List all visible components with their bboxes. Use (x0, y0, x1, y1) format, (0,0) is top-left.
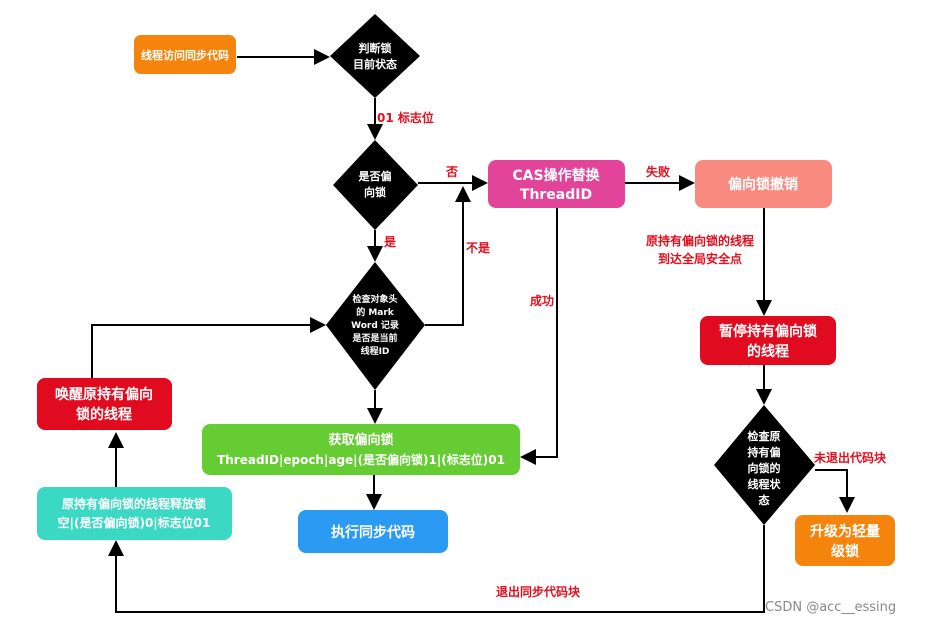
svg-text:线程访问同步代码: 线程访问同步代码 (141, 48, 229, 62)
diamond-is-biased: 是否偏 向锁 (333, 140, 418, 230)
label-exited: 退出同步代码块 (496, 584, 581, 599)
svg-text:线程状: 线程状 (748, 477, 782, 491)
diamond-check-mark-word: 检查对象头 的 Mark Word 记录 是否是当前 线程ID (326, 262, 425, 390)
svg-text:获取偏向锁: 获取偏向锁 (328, 432, 393, 448)
svg-text:执行同步代码: 执行同步代码 (331, 524, 415, 541)
svg-text:唤醒原持有偏向: 唤醒原持有偏向 (55, 386, 153, 403)
node-cas-replace: CAS操作替换 ThreadID (488, 160, 625, 208)
svg-text:是否是当前: 是否是当前 (351, 332, 397, 344)
svg-text:的线程: 的线程 (747, 343, 789, 360)
svg-text:空|(是否偏向锁)0|标志位01: 空|(是否偏向锁)0|标志位01 (58, 515, 211, 530)
svg-text:级锁: 级锁 (831, 543, 859, 560)
diamond-judge-lock-state: 判断锁 目前状态 (330, 14, 420, 98)
label-safepoint-1: 原持有偏向锁的线程 (646, 233, 754, 248)
svg-text:检查对象头: 检查对象头 (352, 293, 397, 305)
node-execute-sync-code: 执行同步代码 (298, 510, 448, 553)
svg-text:升级为轻量: 升级为轻量 (810, 523, 880, 540)
node-wake-owner-thread: 唤醒原持有偏向 锁的线程 (37, 378, 172, 430)
label-fail: 失败 (646, 164, 670, 179)
node-acquire-biased-lock: 获取偏向锁 ThreadID|epoch|age|(是否偏向锁)1|(标志位)0… (202, 424, 520, 475)
label-not: 不是 (466, 241, 491, 255)
svg-text:判断锁: 判断锁 (359, 41, 392, 55)
svg-text:偏向锁撤销: 偏向锁撤销 (728, 176, 798, 193)
node-revoke: 偏向锁撤销 (695, 160, 832, 208)
svg-text:向锁: 向锁 (364, 185, 386, 199)
node-release-lock: 原持有偏向锁的线程释放锁 空|(是否偏向锁)0|标志位01 (37, 487, 232, 540)
svg-text:是否偏: 是否偏 (358, 169, 392, 183)
svg-text:暂停持有偏向锁: 暂停持有偏向锁 (719, 323, 817, 340)
svg-text:线程ID: 线程ID (361, 345, 390, 357)
diamond-check-owner-state: 检查原 持有偏 向锁的 线程状 态 (714, 405, 815, 525)
svg-text:ThreadID: ThreadID (520, 187, 592, 203)
node-start: 线程访问同步代码 (134, 35, 236, 74)
svg-text:ThreadID|epoch|age|(是否偏向锁)1|(标: ThreadID|epoch|age|(是否偏向锁)1|(标志位)01 (217, 452, 505, 467)
label-flag01: 01 标志位 (377, 110, 434, 125)
svg-text:锁的线程: 锁的线程 (76, 406, 132, 423)
svg-text:检查原: 检查原 (748, 429, 781, 443)
svg-text:CAS操作替换: CAS操作替换 (512, 167, 600, 184)
label-no: 否 (445, 165, 458, 179)
label-yes: 是 (383, 235, 397, 249)
watermark: CSDN @acc__essing (765, 600, 896, 615)
svg-text:原持有偏向锁的线程释放锁: 原持有偏向锁的线程释放锁 (62, 496, 206, 511)
label-not-exited: 未退出代码块 (813, 450, 887, 465)
svg-text:目前状态: 目前状态 (353, 57, 397, 71)
label-safepoint-2: 到达全局安全点 (658, 251, 742, 266)
node-pause-owner-thread: 暂停持有偏向锁 的线程 (700, 316, 836, 365)
connectors (91, 49, 855, 613)
svg-text:Word 记录: Word 记录 (351, 319, 399, 331)
svg-text:的 Mark: 的 Mark (356, 306, 395, 318)
label-success: 成功 (530, 293, 554, 308)
node-upgrade-lightweight: 升级为轻量 级锁 (795, 515, 895, 566)
svg-text:态: 态 (759, 493, 770, 507)
svg-text:持有偏: 持有偏 (748, 445, 781, 459)
svg-text:向锁的: 向锁的 (748, 461, 781, 475)
